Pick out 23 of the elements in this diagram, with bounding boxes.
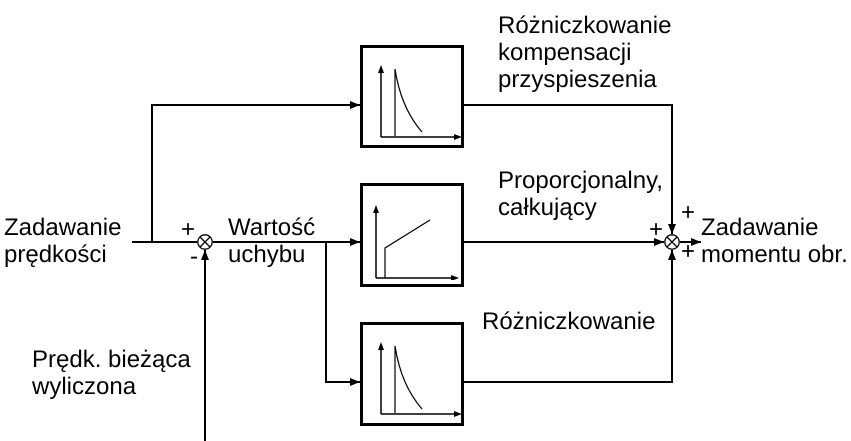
arrow [464, 250, 676, 383]
arrow [213, 241, 360, 386]
sign-label: + [681, 199, 696, 226]
sign-label: + [681, 238, 696, 265]
block-caption: Różniczkowanie kompensacji przyspieszenia [498, 12, 672, 93]
summing-junction [664, 234, 680, 250]
arrow [680, 238, 701, 246]
signal-label: Zadawanie prędkości [4, 214, 132, 270]
summing-junction [197, 234, 213, 250]
arrow [201, 250, 209, 441]
sign-label: + [649, 216, 664, 243]
signal-label: Zadawanie momentu obr. [701, 214, 851, 270]
sign-label: - [190, 243, 198, 270]
transfer-function-block [360, 45, 464, 148]
transfer-function-block [360, 183, 464, 287]
arrow [464, 238, 664, 246]
sign-label: + [181, 216, 196, 243]
signal-label: Wartość uchybu [228, 214, 316, 268]
arrow [132, 101, 360, 243]
arrow [464, 104, 676, 234]
signal-label: Prędk. bieżąca wyliczona [32, 346, 192, 400]
transfer-function-block [360, 322, 464, 426]
block-caption: Różniczkowanie [482, 308, 656, 335]
